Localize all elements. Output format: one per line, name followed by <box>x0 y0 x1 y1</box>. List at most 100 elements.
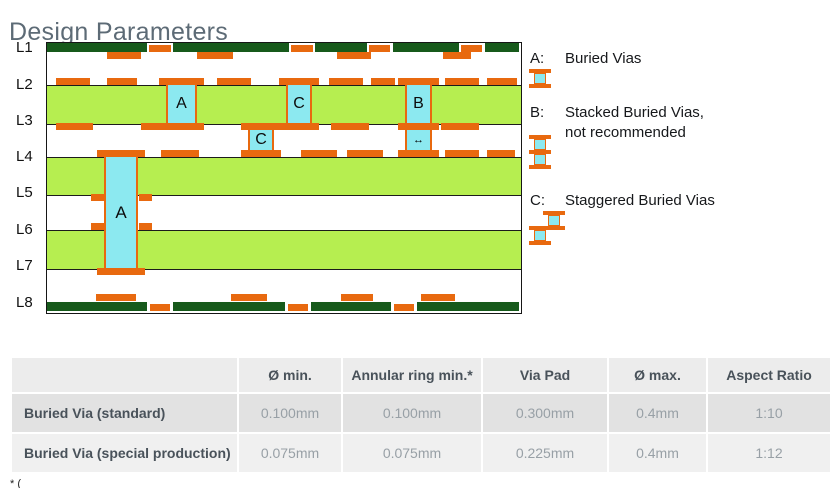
via-pad-cap <box>279 123 319 130</box>
via-a-upper: A <box>166 83 197 125</box>
copper-pad <box>91 194 104 201</box>
legend-key-a: A: <box>530 50 545 67</box>
layer-label-l1: L1 <box>16 39 33 56</box>
via-a-large: A <box>104 153 138 273</box>
parameters-table-wrap: Ø min. Annular ring min.* Via Pad Ø max.… <box>10 356 832 474</box>
legend-key-b: B: <box>530 104 545 121</box>
table-row-special: Buried Via (special production) 0.075mm … <box>12 434 830 472</box>
header-cell-via-pad: Via Pad <box>483 358 607 392</box>
outer-copper-segment <box>47 302 147 311</box>
via-pad-cap <box>398 123 439 130</box>
via-pad-cap <box>279 78 319 85</box>
outer-copper-segment <box>417 302 519 311</box>
copper-pad <box>139 223 152 230</box>
layer-label-l6: L6 <box>16 221 33 238</box>
via-label-c: C <box>293 95 305 112</box>
via-b-upper: B <box>405 83 432 125</box>
via-label-a: A <box>176 95 187 112</box>
outer-copper-segment <box>315 43 367 52</box>
header-cell-aspect-ratio: Aspect Ratio <box>708 358 830 392</box>
copper-pad <box>161 150 199 157</box>
copper-pad <box>445 150 479 157</box>
value-cell: 0.300mm <box>483 394 607 432</box>
value-cell: 0.100mm <box>239 394 341 432</box>
copper-pad <box>445 78 479 85</box>
row-label-cell: Buried Via (standard) <box>12 394 237 432</box>
outer-copper-segment <box>47 43 147 52</box>
copper-pad <box>347 150 383 157</box>
stacked-buried-vias-icon <box>529 135 551 169</box>
via-pad-cap <box>97 268 145 275</box>
layer-label-l2: L2 <box>16 76 33 93</box>
copper-pad <box>329 78 363 85</box>
layer-label-l7: L7 <box>16 257 33 274</box>
header-cell-empty <box>12 358 237 392</box>
copper-pad <box>91 223 104 230</box>
copper-pad <box>461 45 482 52</box>
via-pad-cap <box>159 123 204 130</box>
diameter-arrow-icon: ↔ <box>413 134 424 146</box>
parameters-table: Ø min. Annular ring min.* Via Pad Ø max.… <box>10 356 832 474</box>
outer-copper-segment <box>311 302 391 311</box>
via-pad-cap <box>241 150 281 157</box>
via-label-a: A <box>115 203 127 222</box>
layer-label-l8: L8 <box>16 294 33 311</box>
header-cell-dia-min: Ø min. <box>239 358 341 392</box>
copper-pad <box>231 294 267 301</box>
table-header-row: Ø min. Annular ring min.* Via Pad Ø max.… <box>12 358 830 392</box>
legend-label-b2: not recommended <box>565 124 686 141</box>
page-title: Design Parameters <box>9 17 229 46</box>
row-label-cell: Buried Via (special production) <box>12 434 237 472</box>
legend-label-a: Buried Vias <box>565 50 642 67</box>
pcb-stackup-diagram: A C B C ↔ A <box>46 42 522 314</box>
copper-pad <box>217 78 251 85</box>
legend-label-c: Staggered Buried Vias <box>565 192 715 209</box>
copper-pad <box>337 52 371 59</box>
copper-pad <box>443 52 471 59</box>
copper-pad <box>107 78 137 85</box>
copper-pad <box>487 78 517 85</box>
copper-pad <box>487 150 515 157</box>
value-cell: 0.225mm <box>483 434 607 472</box>
layer-label-l5: L5 <box>16 184 33 201</box>
outer-copper-segment <box>393 43 459 52</box>
via-pad-cap <box>398 78 439 85</box>
layer-label-l3: L3 <box>16 112 33 129</box>
copper-pad <box>197 52 233 59</box>
value-cell: 1:12 <box>708 434 830 472</box>
copper-pad <box>301 150 337 157</box>
copper-pad <box>139 194 152 201</box>
outer-copper-segment <box>173 302 285 311</box>
copper-pad <box>96 294 136 301</box>
via-c-upper: C <box>286 83 312 125</box>
via-pad-cap <box>159 78 204 85</box>
footnote: * ( <box>10 478 21 488</box>
copper-pad <box>394 304 414 311</box>
copper-pad <box>56 78 90 85</box>
copper-pad <box>149 45 171 52</box>
via-label-b: B <box>413 95 424 112</box>
copper-pad <box>369 45 390 52</box>
copper-pad <box>291 45 313 52</box>
header-cell-annular-ring: Annular ring min.* <box>343 358 481 392</box>
copper-pad <box>341 294 373 301</box>
copper-pad <box>331 123 369 130</box>
staggered-buried-vias-icon <box>529 211 565 245</box>
value-cell: 0.075mm <box>343 434 481 472</box>
outer-copper-segment <box>173 43 289 52</box>
value-cell: 0.4mm <box>609 394 706 432</box>
via-pad-cap <box>97 150 145 157</box>
legend-label-b: Stacked Buried Vias, <box>565 104 704 121</box>
legend-key-c: C: <box>530 192 545 209</box>
value-cell: 0.075mm <box>239 434 341 472</box>
buried-via-icon <box>529 69 551 88</box>
outer-copper-segment <box>485 43 519 52</box>
layer-label-l4: L4 <box>16 148 33 165</box>
copper-pad <box>288 304 308 311</box>
core-layer-l2-l3 <box>47 85 521 125</box>
value-cell: 0.100mm <box>343 394 481 432</box>
copper-pad <box>107 52 141 59</box>
copper-pad <box>150 304 170 311</box>
via-pad-cap <box>241 123 281 130</box>
